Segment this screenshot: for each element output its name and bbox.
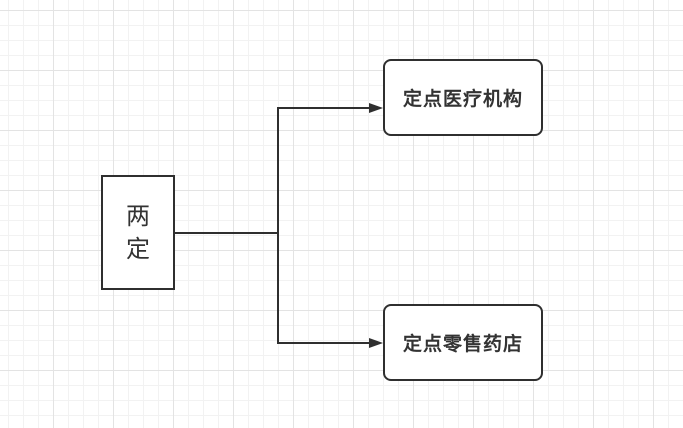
edge-to-retail-pharmacy: [277, 233, 383, 348]
node-designated-retail-pharmacy: 定点零售药店: [383, 304, 543, 381]
node-branch-bottom-label: 定点零售药店: [402, 334, 523, 355]
node-branch-top-label: 定点医疗机构: [402, 89, 523, 110]
edge-to-medical-institution: [277, 103, 383, 233]
node-root-label: 两定: [126, 202, 150, 263]
node-designated-medical-institution: 定点医疗机构: [383, 59, 543, 136]
node-root-liangding: 两定: [101, 175, 175, 290]
